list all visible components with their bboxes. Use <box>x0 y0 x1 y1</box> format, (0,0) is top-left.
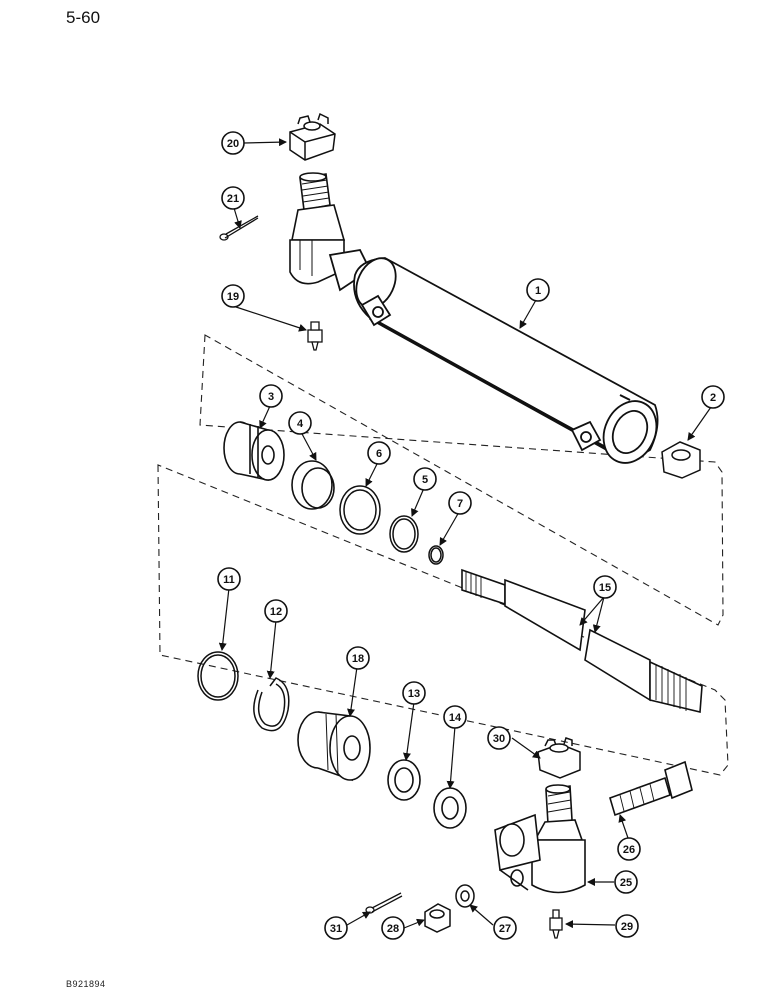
svg-text:31: 31 <box>330 923 342 935</box>
svg-text:25: 25 <box>620 877 632 889</box>
callout-18: 18 <box>346 646 370 670</box>
callout-27: 27 <box>493 916 517 940</box>
callout-5: 5 <box>413 467 437 491</box>
callout-29: 29 <box>615 914 639 938</box>
svg-text:29: 29 <box>621 921 633 933</box>
cylinder-barrel <box>328 249 659 464</box>
callout-1: 1 <box>526 278 550 302</box>
svg-text:27: 27 <box>499 923 511 935</box>
cotter-pin-top <box>219 215 259 241</box>
split-ring-12 <box>253 677 290 732</box>
seal-13 <box>387 759 421 801</box>
tie-rod-end-top <box>289 172 346 285</box>
callout-25: 25 <box>614 870 638 894</box>
svg-text:7: 7 <box>457 498 463 510</box>
dashed-group-outlines <box>157 334 729 776</box>
callout-13: 13 <box>402 681 426 705</box>
callout-3: 3 <box>259 384 283 408</box>
svg-text:28: 28 <box>387 923 399 935</box>
o-ring-5 <box>389 515 419 553</box>
callout-31: 31 <box>324 916 348 940</box>
gland <box>297 711 371 782</box>
nut-bottom <box>424 903 451 933</box>
castle-nut-bottom <box>537 737 581 779</box>
svg-text:5: 5 <box>422 474 428 486</box>
svg-text:13: 13 <box>408 688 420 700</box>
svg-text:18: 18 <box>352 653 364 665</box>
svg-text:21: 21 <box>227 193 239 205</box>
svg-text:4: 4 <box>297 418 304 430</box>
svg-text:14: 14 <box>449 712 462 724</box>
callout-20: 20 <box>221 131 245 155</box>
grease-fitting-bottom <box>549 909 563 939</box>
callout-4: 4 <box>288 411 312 435</box>
callout-11: 11 <box>217 567 241 591</box>
svg-text:20: 20 <box>227 138 239 150</box>
callout-15: 15 <box>593 575 617 599</box>
snap-ring-11 <box>197 651 239 701</box>
o-ring-7 <box>428 545 444 565</box>
tie-rod-end-bottom <box>494 784 586 894</box>
piston-rod <box>461 568 703 713</box>
svg-text:30: 30 <box>493 733 505 745</box>
callout-21: 21 <box>221 186 245 210</box>
callout-19: 19 <box>221 284 245 308</box>
hex-nut <box>661 441 701 479</box>
svg-text:12: 12 <box>270 606 282 618</box>
svg-text:11: 11 <box>223 574 235 586</box>
callout-6: 6 <box>367 441 391 465</box>
seal-ring-4 <box>291 460 335 510</box>
wiper-14 <box>433 787 467 829</box>
callout-30: 30 <box>487 726 511 750</box>
svg-text:2: 2 <box>710 392 716 404</box>
callout-2: 2 <box>701 385 725 409</box>
callout-26: 26 <box>617 837 641 861</box>
figure-code: B921894 <box>66 979 106 989</box>
lock-washer <box>455 884 475 908</box>
svg-text:15: 15 <box>599 582 611 594</box>
grease-fitting-top <box>307 321 323 351</box>
svg-text:1: 1 <box>535 285 541 297</box>
svg-text:19: 19 <box>227 291 239 303</box>
callout-14: 14 <box>443 705 467 729</box>
callout-7: 7 <box>448 491 472 515</box>
callout-12: 12 <box>264 599 288 623</box>
piston <box>223 421 285 481</box>
callout-28: 28 <box>381 916 405 940</box>
svg-text:26: 26 <box>623 844 635 856</box>
cotter-pin-bottom <box>365 892 403 914</box>
backup-ring-6 <box>339 485 381 535</box>
svg-text:6: 6 <box>376 448 382 460</box>
leader-lines <box>218 138 712 929</box>
castle-nut-top <box>289 112 336 161</box>
svg-text:3: 3 <box>268 391 274 403</box>
page-number: 5-60 <box>66 8 101 27</box>
bolt <box>609 760 693 817</box>
